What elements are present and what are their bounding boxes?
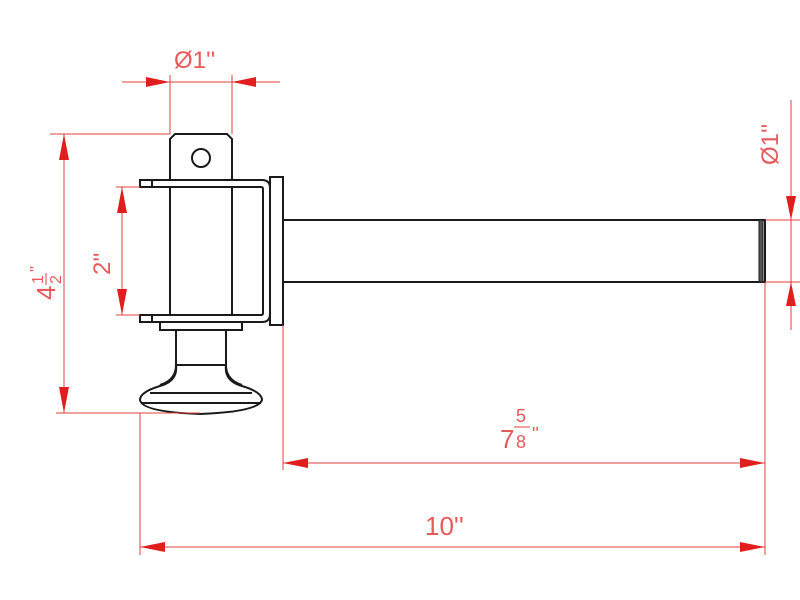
shaft-diameter-label: Ø1'' (757, 124, 784, 165)
arrow-icon (283, 458, 308, 468)
pin-body (169, 185, 233, 317)
knob-cap (138, 364, 264, 416)
svg-text:8: 8 (516, 432, 526, 452)
arrow-icon (232, 77, 256, 87)
pin-hole (191, 148, 211, 168)
mount-plate (269, 176, 284, 326)
overall-length-label: 10'' (425, 511, 464, 541)
dimension-shaft-length: 7 5 8 '' (282, 282, 766, 555)
svg-text:'': '' (532, 424, 539, 444)
pin-diameter-label: Ø1'' (174, 47, 215, 74)
arrow-icon (740, 542, 765, 552)
shaft (282, 219, 766, 283)
shaft-end-chamfer (758, 219, 764, 283)
dimension-overall-length: 10'' (139, 413, 765, 555)
svg-text:1: 1 (30, 275, 47, 284)
svg-text:4: 4 (31, 286, 61, 300)
svg-text:5: 5 (516, 406, 526, 426)
arrow-icon (140, 542, 165, 552)
dimension-pin-diameter: Ø1'' (122, 47, 280, 134)
arrow-icon (786, 196, 796, 220)
bracket-opening-label: 2'' (89, 252, 116, 275)
svg-text:'': '' (28, 266, 45, 272)
arrow-icon (59, 134, 69, 160)
pin-assembly (138, 133, 766, 416)
svg-text:7: 7 (500, 424, 514, 454)
dimension-shaft-diameter: Ø1'' (757, 100, 800, 330)
svg-text:2: 2 (48, 275, 65, 284)
arrow-icon (740, 458, 765, 468)
bracket-tab-bottom (139, 314, 153, 323)
arrow-icon (117, 187, 127, 213)
shaft-length-label: 7 5 8 '' (500, 406, 539, 454)
dimension-bracket-opening: 2'' (89, 186, 140, 316)
bracket-tab-top (139, 179, 153, 188)
arrow-icon (146, 77, 170, 87)
overall-height-label: 4 1 2 '' (28, 266, 65, 300)
dimension-overall-height: 4 1 2 '' (28, 133, 200, 414)
arrow-icon (59, 387, 69, 413)
arrow-icon (117, 289, 127, 315)
washer (159, 321, 243, 331)
knob-neck (175, 329, 227, 366)
arrow-icon (786, 282, 796, 306)
